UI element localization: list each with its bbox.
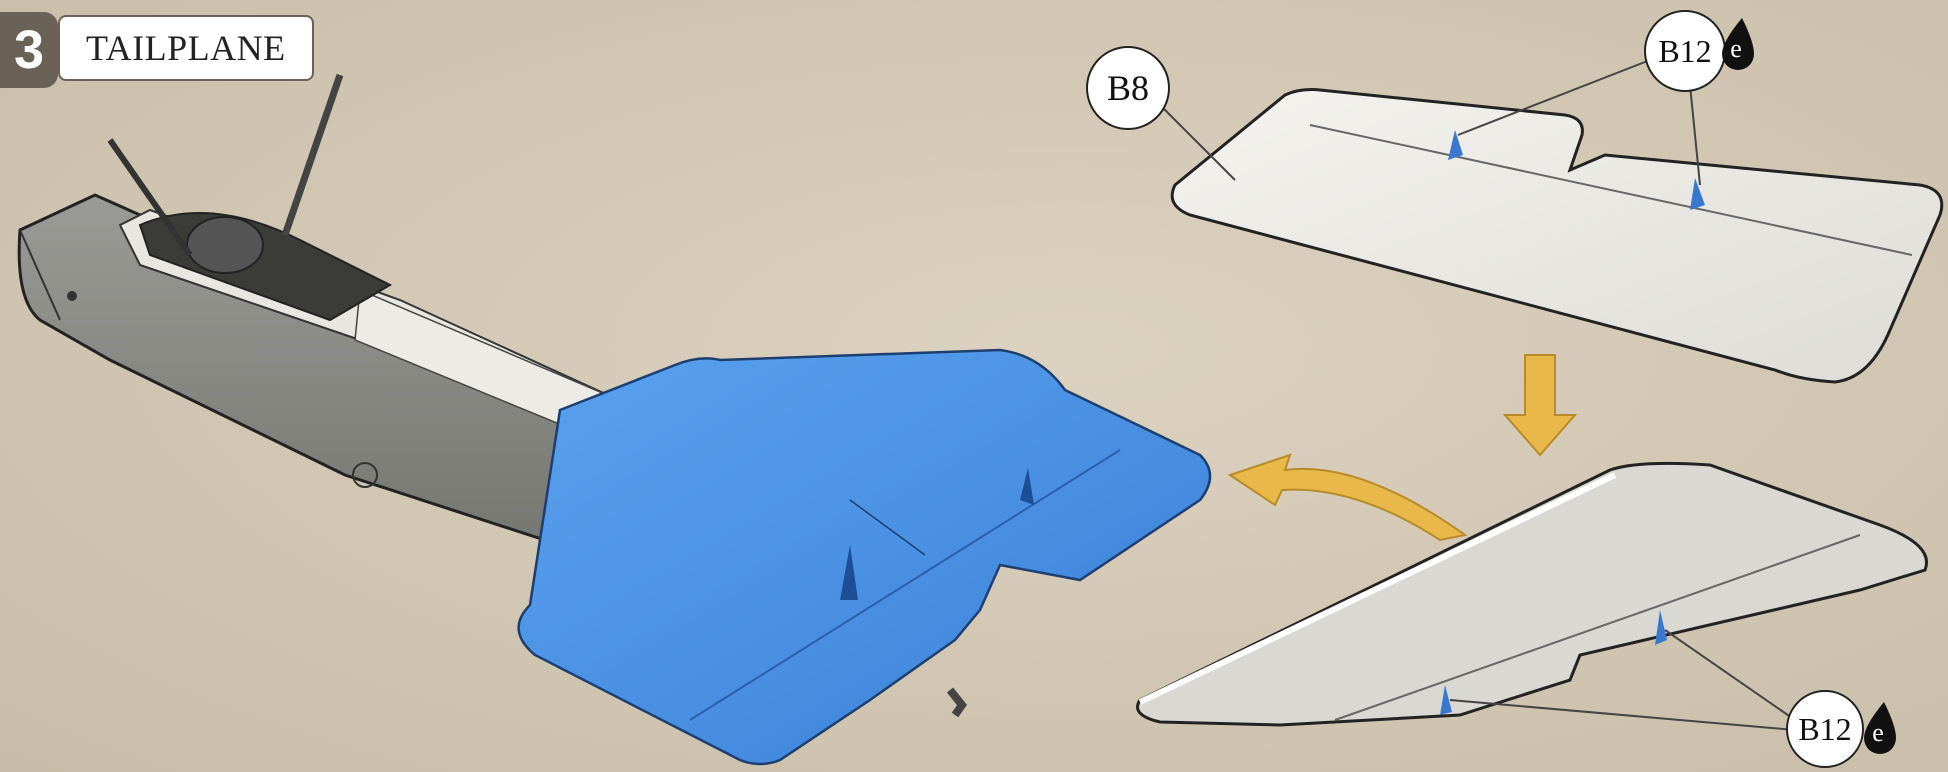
part-callout-b12-bottom: B12 — [1786, 690, 1864, 768]
glue-letter: e — [1872, 718, 1884, 747]
glue-drop-icon: e — [1712, 16, 1760, 72]
placement-arrow — [1227, 453, 1468, 542]
down-arrow — [1502, 354, 1578, 457]
tailplane-bottom-view — [1136, 461, 1928, 727]
glue-drop-icon: e — [1854, 700, 1902, 756]
glue-letter: e — [1730, 34, 1742, 63]
step-title: TAILPLANE — [58, 15, 314, 81]
tailplane-top-view — [1170, 88, 1944, 384]
step-number-badge: 3 — [0, 12, 58, 88]
part-callout-b8: B8 — [1086, 46, 1170, 130]
leader-lines — [1159, 59, 1796, 731]
tailplane-attached-highlighted — [517, 348, 1212, 766]
